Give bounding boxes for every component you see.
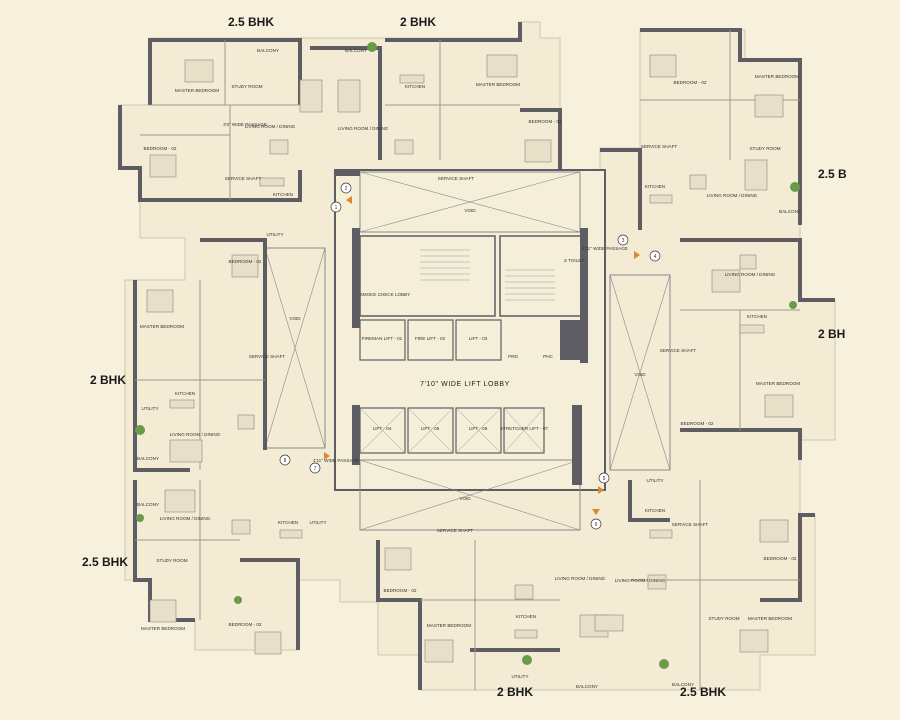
void-left-label: VOID <box>289 316 301 321</box>
room-label: MASTER BEDROOM <box>748 616 792 621</box>
room-label: BALCONY <box>345 48 367 53</box>
room-label: BALCONY <box>257 48 279 53</box>
room-label: BEDROOM - 02 <box>529 119 562 124</box>
room-label: BALCONY <box>137 502 159 507</box>
room-label: SERVICE SHAFT <box>641 144 678 149</box>
room-label: UTILITY <box>141 406 158 411</box>
marker-4: 4 <box>654 254 657 260</box>
room-label: STUDY ROOM <box>749 146 780 151</box>
stretcher-lift-label: STRETCHER LIFT - 07 <box>500 426 548 431</box>
room-label: MASTER BEDROOM <box>141 626 185 631</box>
marker-8: 8 <box>284 458 287 464</box>
room-label: KITCHEN <box>645 184 665 189</box>
marker-1: 1 <box>335 205 338 211</box>
unit-label-left-low: 2.5 BHK <box>82 555 128 569</box>
unit-label-left-mid: 2 BHK <box>90 373 126 387</box>
void-bottom-label: VOID <box>459 496 471 501</box>
room-label: LIVING ROOM / DINING <box>707 193 758 198</box>
lift-04-label: LIFT - 04 <box>373 426 392 431</box>
room-label: MASTER BEDROOM <box>476 82 520 87</box>
room-label: KITCHEN <box>175 391 195 396</box>
room-label: LIVING ROOM / DINING <box>245 124 296 129</box>
room-label: KITCHEN <box>747 314 767 319</box>
room-label: BALCONY <box>779 209 801 214</box>
room-label: LIVING ROOM / DINING <box>338 126 389 131</box>
room-label: MASTER BEDROOM <box>755 74 799 79</box>
room-label: LIVING ROOM / DINING <box>555 576 606 581</box>
marker-group: 1 2 3 4 5 6 7 8 <box>279 182 661 530</box>
room-label: BEDROOM - 02 <box>229 259 262 264</box>
lift-05-label: LIFT - 05 <box>421 426 440 431</box>
room-label: KITCHEN <box>273 192 293 197</box>
room-label: SERVICE SHAFT <box>660 348 697 353</box>
fire-lift-label: FIRE LIFT - 02 <box>415 336 446 341</box>
room-label: KITCHEN <box>516 614 536 619</box>
unit-label-bottom-center: 2 BHK <box>497 685 533 699</box>
room-label: LIVING ROOM / DINING <box>160 516 211 521</box>
service-toilet-label: S TOILET <box>564 258 584 263</box>
void-top-label: VOID <box>464 208 476 213</box>
room-label: BALCONY <box>672 682 694 687</box>
fireman-lift-label: FIREMAN LIFT - 01 <box>362 336 403 341</box>
room-label: SERVICE SHAFT <box>437 528 474 533</box>
unit-label-top-center: 2 BHK <box>400 15 436 29</box>
room-label: LIVING ROOM / DINING <box>615 578 666 583</box>
room-label: 3'3" WIDE PASSAGE <box>223 122 267 127</box>
smoke-check-lobby-label: SMOKE CHECK LOBBY <box>360 292 411 297</box>
room-label: BALCONY <box>137 456 159 461</box>
marker-6: 6 <box>595 522 598 528</box>
room-label: MASTER BEDROOM <box>756 381 800 386</box>
room-label: MASTER BEDROOM <box>175 88 219 93</box>
unit-label-right-top: 2.5 B <box>818 167 847 181</box>
prd-label: PRD <box>508 354 518 359</box>
room-label: BEDROOM - 02 <box>144 146 177 151</box>
room-label: MASTER BEDROOM <box>427 623 471 628</box>
room-label: SERVICE SHAFT <box>438 176 475 181</box>
room-label: UTILITY <box>309 520 326 525</box>
room-label: STUDY ROOM <box>231 84 262 89</box>
room-label: LIVING ROOM / DINING <box>725 272 776 277</box>
balcony-plants <box>135 42 800 669</box>
marker-2: 2 <box>345 186 348 192</box>
unit-label-top-left: 2.5 BHK <box>228 15 274 29</box>
room-label: KITCHEN <box>645 508 665 513</box>
unit-label-right-mid: 2 BH <box>818 327 845 341</box>
room-label: STUDY ROOM <box>156 558 187 563</box>
lift-06-label: LIFT - 06 <box>469 426 488 431</box>
room-label: MASTER BEDROOM <box>140 324 184 329</box>
room-label: BEDROOM - 02 <box>674 80 707 85</box>
room-label: KITCHEN <box>278 520 298 525</box>
lift-03-label: LIFT - 03 <box>469 336 488 341</box>
room-label: BEDROOM - 02 <box>764 556 797 561</box>
room-label: LIVING ROOM / DINING <box>170 432 221 437</box>
room-label: BEDROOM - 02 <box>384 588 417 593</box>
void-right-label: VOID <box>634 372 646 377</box>
room-label: BEDROOM - 02 <box>229 622 262 627</box>
marker-3: 3 <box>622 238 625 244</box>
room-label: SERVICE SHAFT <box>249 354 286 359</box>
room-label: KITCHEN <box>405 84 425 89</box>
passage-right-label: 4'11" WIDE PASSAGE <box>582 246 628 251</box>
lift-lobby-label: 7'10" WIDE LIFT LOBBY <box>420 381 510 388</box>
passage-left-label: 4'11" WIDE PASSAGE <box>313 458 359 463</box>
room-label: UTILITY <box>266 232 283 237</box>
room-label: BALCONY <box>576 684 598 689</box>
entry-arrows <box>324 196 640 515</box>
phc-label: PHC <box>543 354 553 359</box>
unit-label-bottom-right: 2.5 BHK <box>680 685 726 699</box>
marker-7: 7 <box>314 466 317 472</box>
room-label: SERVICE SHAFT <box>672 522 709 527</box>
room-label: UTILITY <box>646 478 663 483</box>
central-core <box>264 169 671 531</box>
furniture <box>146 54 794 663</box>
room-label: UTILITY <box>511 674 528 679</box>
marker-5: 5 <box>603 476 606 482</box>
room-label: BEDROOM - 02 <box>681 421 714 426</box>
room-label: SERVICE SHAFT <box>225 176 262 181</box>
room-label: STUDY ROOM <box>708 616 739 621</box>
